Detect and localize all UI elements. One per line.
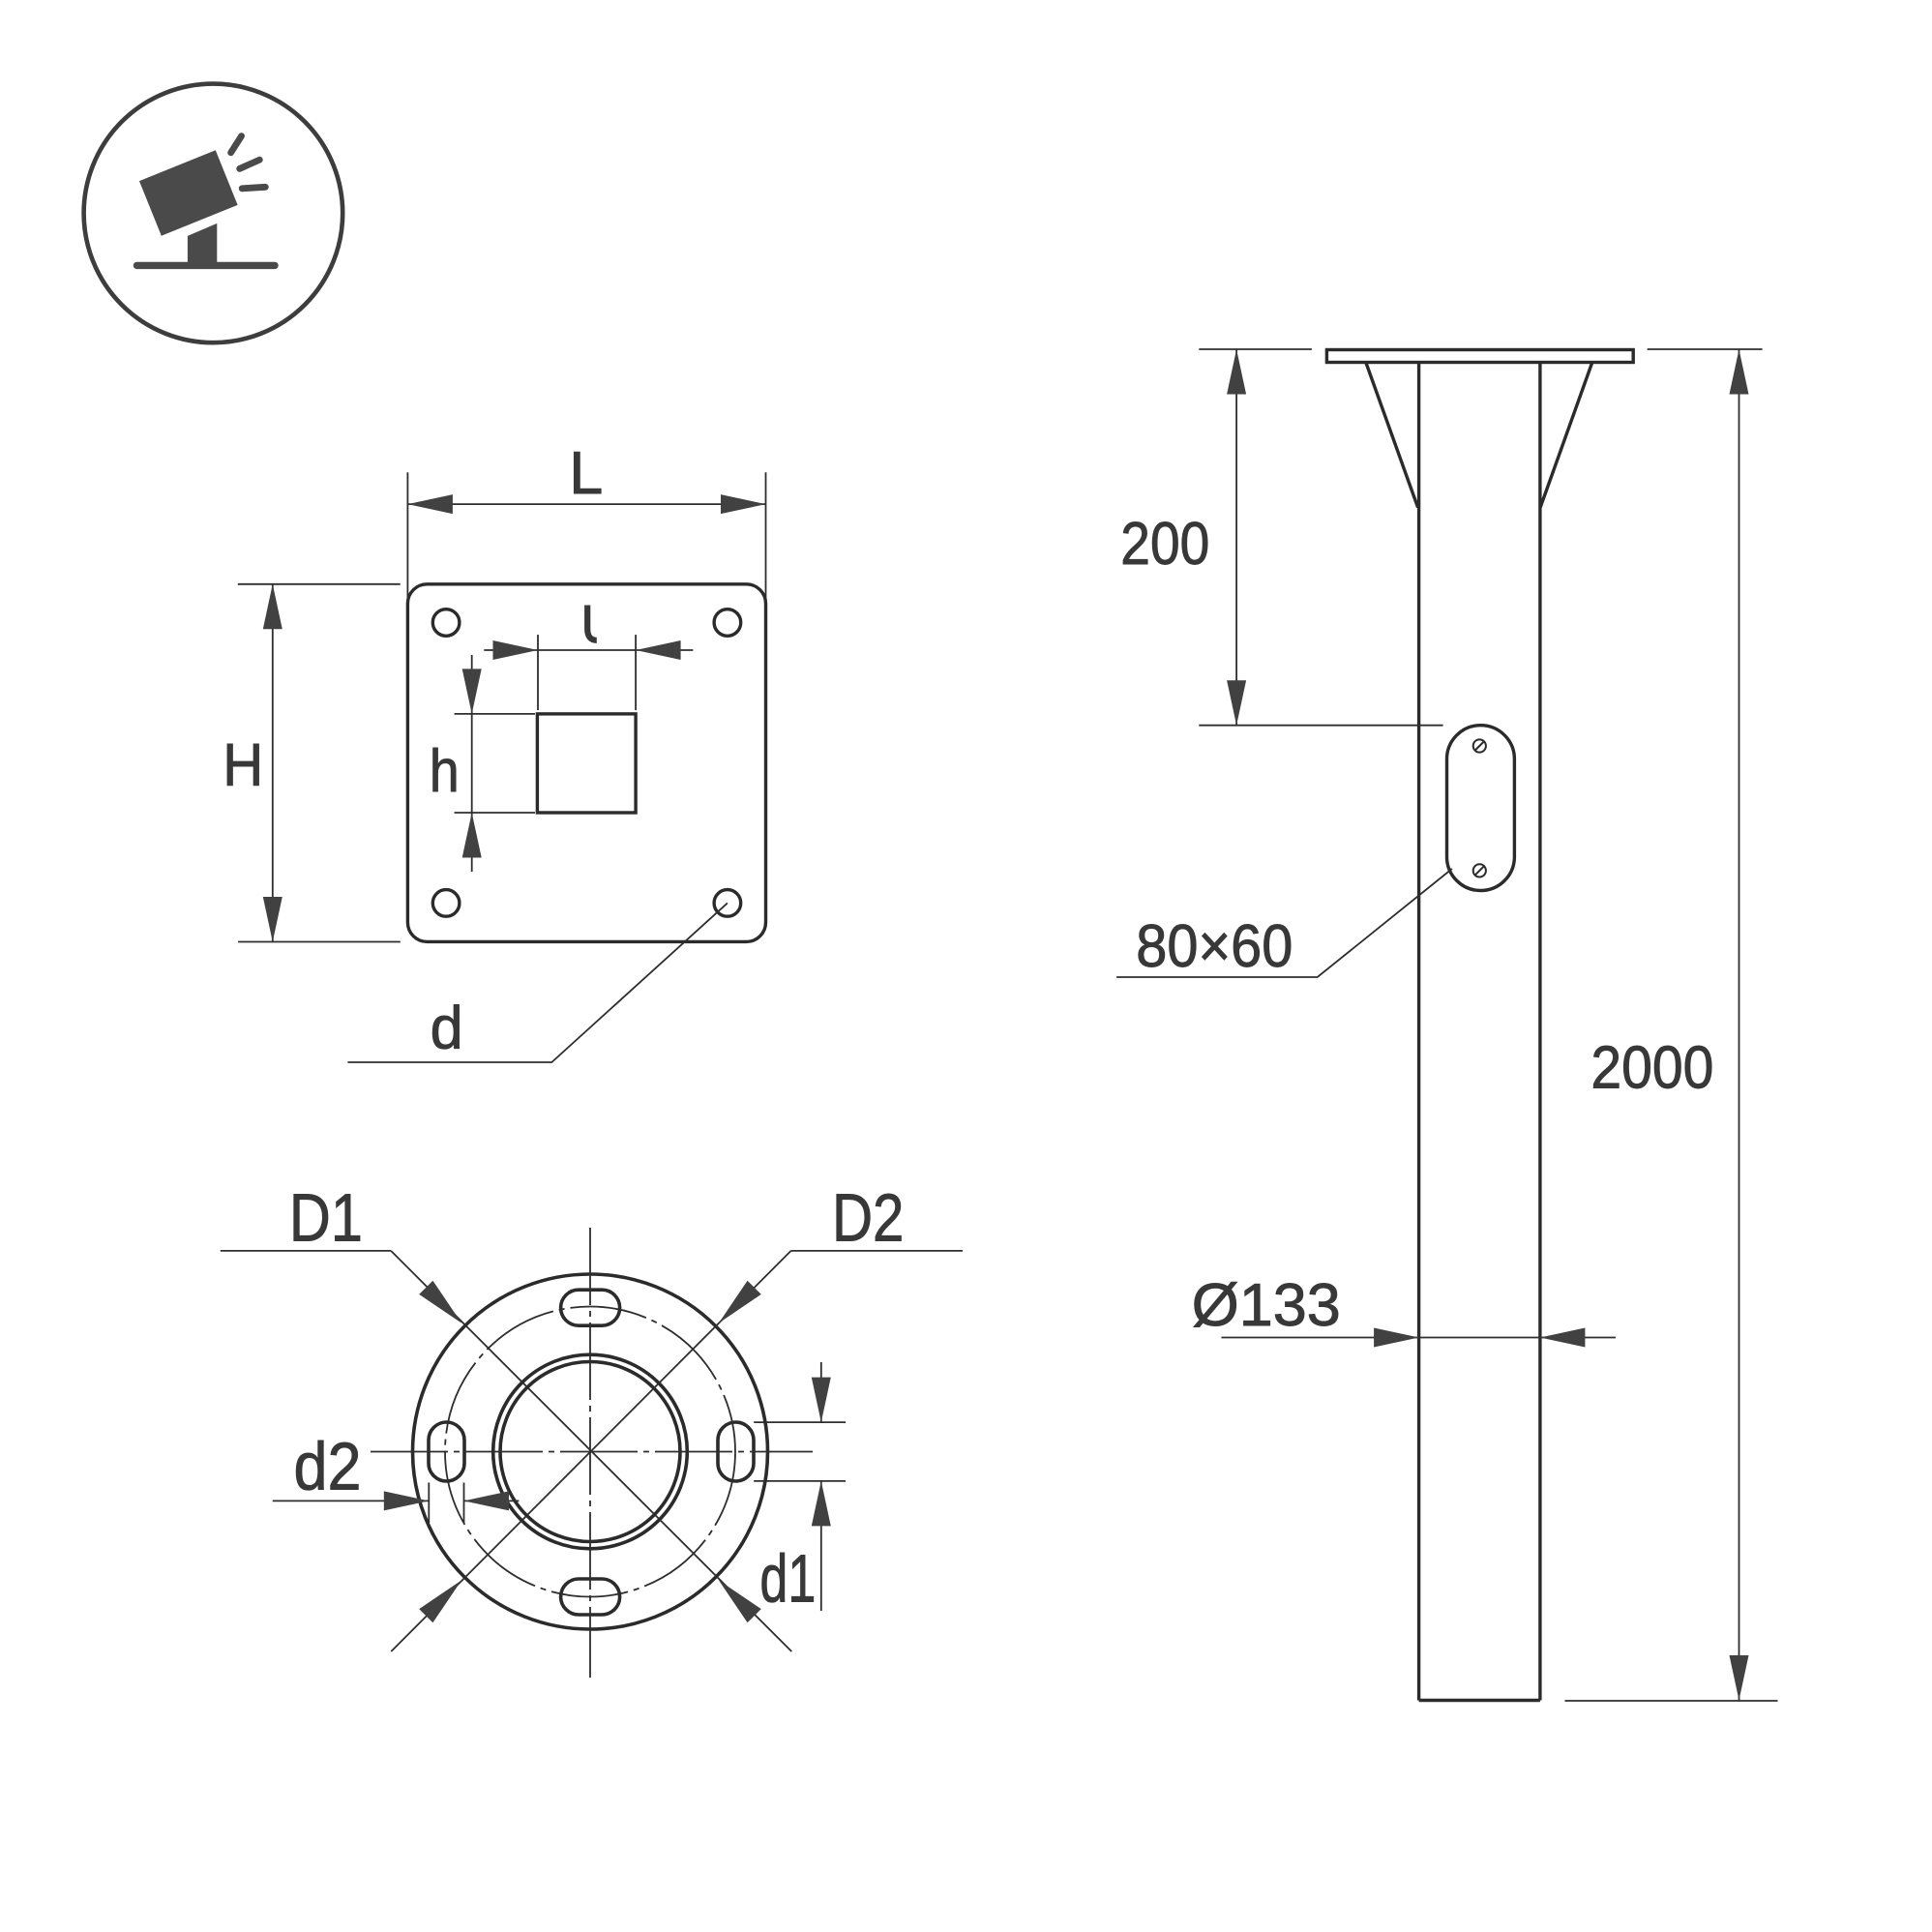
svg-text:2000: 2000 bbox=[1590, 1035, 1713, 1102]
svg-text:D1: D1 bbox=[289, 1180, 363, 1256]
svg-text:d1: d1 bbox=[759, 1541, 816, 1617]
svg-text:d: d bbox=[431, 996, 463, 1062]
svg-text:d2: d2 bbox=[294, 1429, 362, 1504]
svg-text:D2: D2 bbox=[832, 1180, 905, 1256]
svg-text:L: L bbox=[569, 440, 603, 507]
svg-text:200: 200 bbox=[1120, 511, 1209, 578]
svg-text:H: H bbox=[223, 732, 263, 799]
svg-text:h: h bbox=[430, 738, 460, 805]
svg-text:Ø133: Ø133 bbox=[1192, 1272, 1341, 1339]
svg-text:80×60: 80×60 bbox=[1136, 913, 1293, 980]
